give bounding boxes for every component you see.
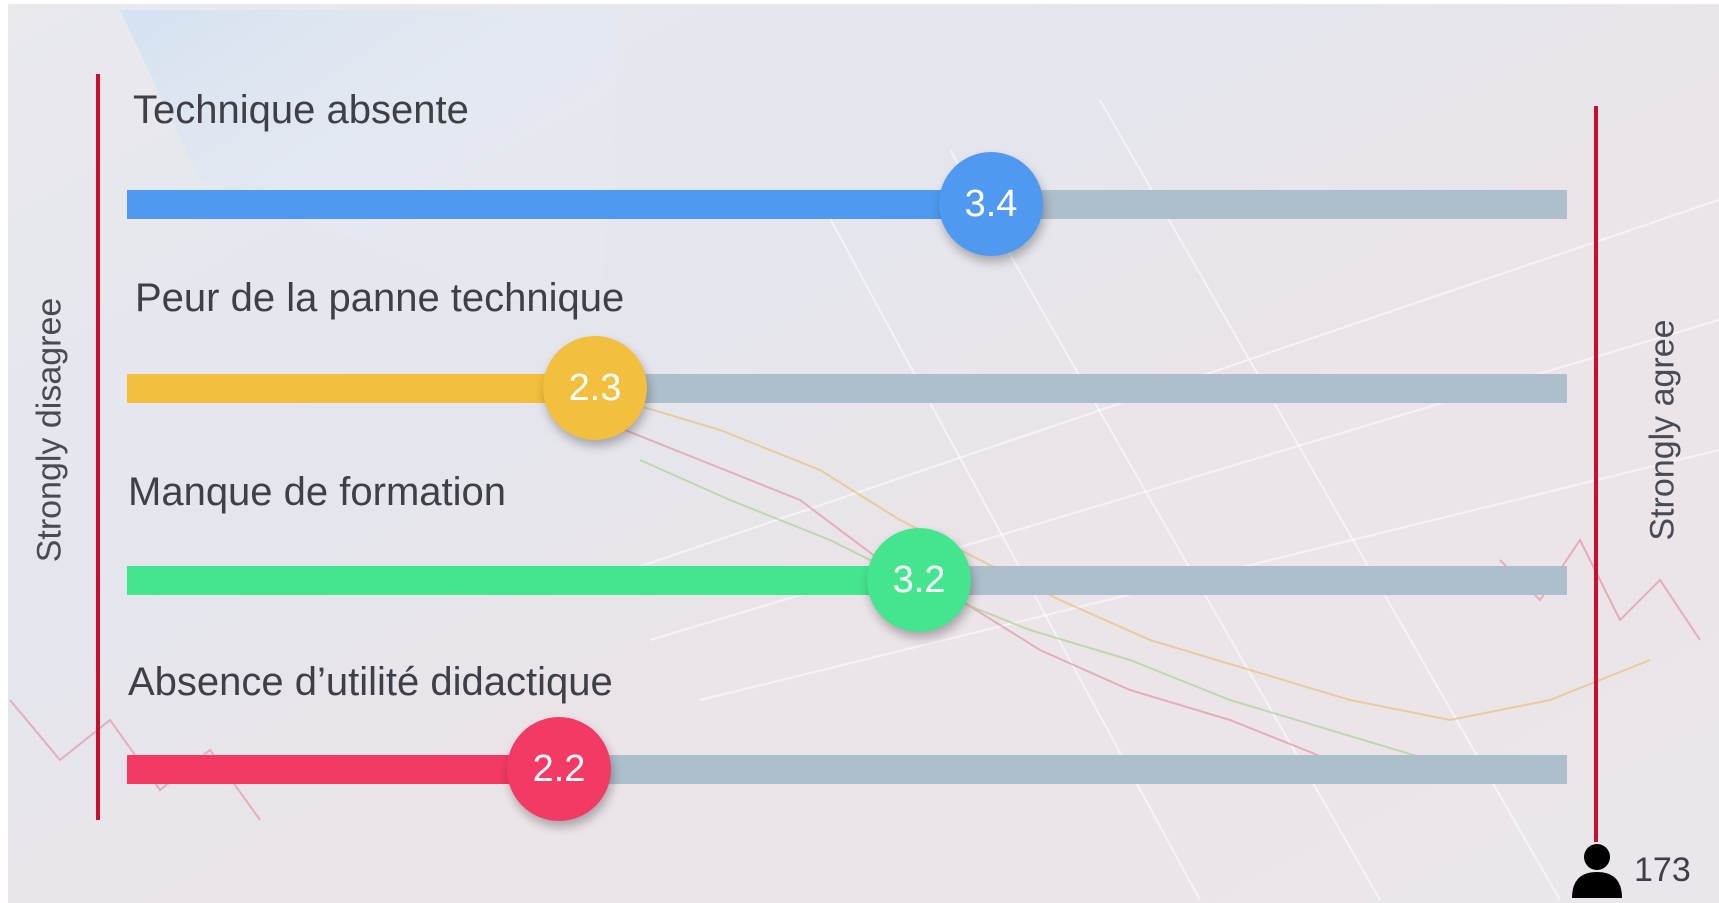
strongly-agree-boundary-line [1594,106,1598,842]
strongly-disagree-boundary-line [96,74,100,820]
person-icon [1572,844,1622,898]
respondent-count-badge: 173 [1570,840,1691,900]
item-label: Absence d’utilité didactique [128,660,613,704]
slider-fill-bar [127,190,991,219]
item-label: Peur de la panne technique [135,276,625,320]
slider-value-knob: 3.4 [939,152,1043,256]
strongly-disagree-label: Strongly disagree [30,297,69,563]
slider-fill-bar [127,755,559,784]
item-label: Manque de formation [128,470,507,514]
item-label: Technique absente [133,88,469,132]
respondent-count: 173 [1634,850,1691,889]
slider-fill-bar [127,566,919,595]
slider-value-knob: 3.2 [867,528,971,632]
slider-value-knob: 2.2 [507,717,611,821]
slider-fill-bar [127,374,595,403]
strongly-agree-label: Strongly agree [1643,319,1682,541]
slider-value-knob: 2.3 [543,336,647,440]
